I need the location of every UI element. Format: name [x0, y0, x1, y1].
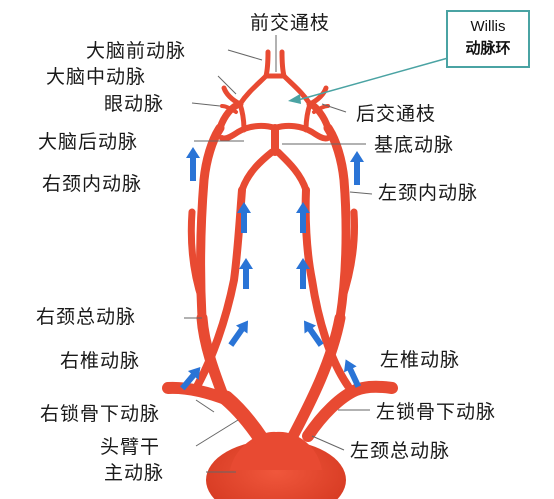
label-posterior-cerebral: 大脑后动脉 — [38, 131, 139, 153]
label-right-subclavian: 右锁骨下动脉 — [40, 403, 161, 425]
leader-ophthalmic — [191, 102, 221, 107]
label-aorta: 主动脉 — [104, 462, 165, 484]
left-anterior-cerebral-artery — [279, 49, 313, 107]
up-arrow-icon — [343, 359, 362, 388]
willis-pointer-line — [297, 57, 449, 101]
left-subclavian-artery — [302, 380, 398, 442]
left-posterior-cerebral-artery — [272, 122, 331, 142]
up-arrow-icon — [350, 151, 364, 185]
leader-left-common-carotid — [311, 435, 345, 451]
vertebral-convergence-right — [238, 148, 276, 194]
left-posterior-communicating-artery — [303, 101, 313, 133]
leader-anterior-cerebral — [227, 49, 263, 61]
leader-left-internal-carotid — [349, 191, 373, 195]
label-anterior-communicating: 前交通枝 — [250, 12, 331, 34]
leader-lines — [184, 35, 373, 473]
up-arrow-icon — [296, 202, 310, 233]
right-ophthalmic-artery — [220, 104, 238, 114]
label-right-internal-carotid: 右颈内动脉 — [42, 173, 143, 195]
up-arrow-icon — [180, 367, 201, 391]
label-anterior-cerebral: 大脑前动脉 — [86, 40, 187, 62]
label-left-subclavian: 左锁骨下动脉 — [376, 401, 497, 423]
leader-brachiocephalic — [195, 419, 239, 447]
willis-pointer-arrowhead — [288, 94, 301, 104]
label-left-common-carotid: 左颈总动脉 — [350, 440, 451, 462]
label-left-internal-carotid: 左颈内动脉 — [378, 182, 479, 204]
vertebral-convergence-left — [274, 148, 310, 194]
leader-right-subclavian — [195, 399, 215, 413]
right-internal-carotid-artery — [196, 123, 225, 323]
leader-posterior-communicating — [321, 103, 347, 113]
up-arrow-icon — [303, 320, 324, 347]
up-arrow-icon — [186, 147, 200, 181]
label-basilar: 基底动脉 — [374, 134, 455, 156]
label-ophthalmic: 眼动脉 — [104, 93, 165, 115]
willis-callout-title: Willis — [470, 18, 506, 35]
up-arrow-icon — [296, 258, 310, 289]
label-brachiocephalic-trunk: 头臂干 — [100, 436, 161, 458]
aortic-root — [230, 431, 322, 470]
up-arrow-icon — [239, 258, 253, 289]
willis-callout-subtitle: 动脉环 — [465, 39, 511, 57]
label-middle-cerebral: 大脑中动脉 — [46, 66, 147, 88]
leader-middle-cerebral — [217, 75, 237, 95]
label-left-vertebral: 左椎动脉 — [380, 349, 461, 371]
up-arrow-icon — [228, 320, 249, 347]
right-posterior-cerebral-artery — [219, 122, 278, 142]
right-anterior-cerebral-artery — [237, 49, 271, 107]
label-right-common-carotid: 右颈总动脉 — [36, 306, 137, 328]
willis-circle-callout: Willis 动脉环 — [446, 10, 530, 68]
left-common-carotid-artery — [286, 312, 346, 444]
right-external-carotid-artery — [187, 208, 206, 304]
up-arrow-icon — [237, 202, 251, 233]
right-vertebral-artery — [191, 186, 246, 394]
flow-arrows — [180, 147, 364, 391]
left-external-carotid-artery — [338, 208, 358, 304]
right-posterior-communicating-artery — [237, 101, 247, 133]
label-posterior-communicating: 后交通枝 — [356, 103, 437, 125]
label-right-vertebral: 右椎动脉 — [60, 350, 141, 372]
